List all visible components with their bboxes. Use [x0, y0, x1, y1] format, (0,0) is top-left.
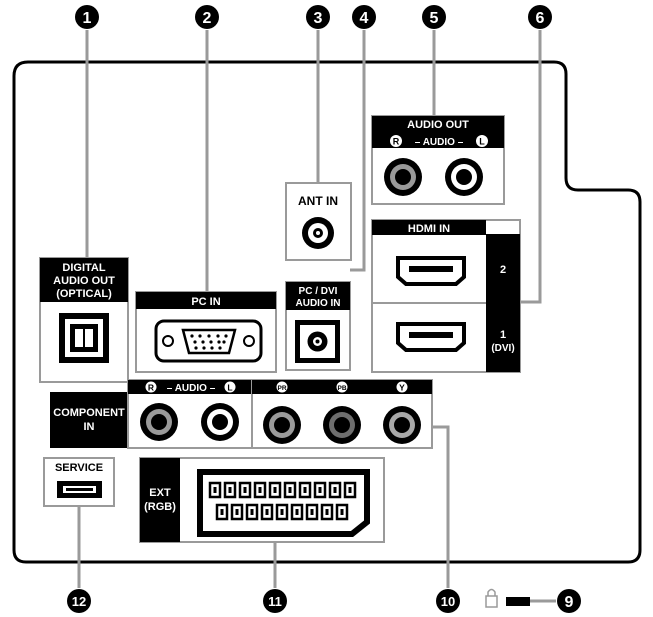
svg-text:(OPTICAL): (OPTICAL) [56, 288, 112, 300]
svg-text:Y: Y [399, 383, 405, 393]
svg-text:1: 1 [83, 10, 92, 27]
svg-text:– AUDIO –: – AUDIO – [415, 137, 464, 148]
pc-in-vga: PC IN [135, 291, 277, 373]
scart-pin [223, 481, 237, 499]
scart-pin [328, 481, 342, 499]
svg-text:AUDIO OUT: AUDIO OUT [53, 275, 115, 287]
callout-4: 4 [352, 5, 376, 29]
callout-markers: 1 2 3 4 5 6 9 10 11 12 [67, 5, 581, 613]
callout-6: 6 [528, 5, 552, 29]
svg-text:1: 1 [500, 329, 506, 341]
svg-text:PC / DVI: PC / DVI [299, 286, 338, 297]
callout-9: 9 [557, 589, 581, 613]
leader-lines [77, 30, 556, 603]
service-usb: SERVICE [43, 457, 115, 507]
kensington-lock-icon [485, 588, 530, 608]
svg-text:2: 2 [203, 10, 212, 27]
scart-pin [215, 503, 229, 521]
callout-3: 3 [306, 5, 330, 29]
svg-text:6: 6 [536, 10, 545, 27]
callout-5: 5 [422, 5, 446, 29]
scart-pin [313, 481, 327, 499]
svg-text:L: L [479, 137, 485, 147]
scart-port-icon [197, 469, 370, 537]
callout-11: 11 [263, 589, 287, 613]
callout-10: 10 [436, 589, 460, 613]
scart-pin [298, 481, 312, 499]
svg-text:4: 4 [360, 10, 369, 27]
callout-12: 12 [67, 589, 91, 613]
ant-in: ANT IN [285, 182, 352, 261]
scart-pin [238, 481, 252, 499]
callout-2: 2 [195, 5, 219, 29]
svg-text:5: 5 [430, 10, 439, 27]
scart-pin [320, 503, 334, 521]
svg-text:AUDIO OUT: AUDIO OUT [407, 119, 469, 131]
scart-pin [343, 481, 357, 499]
svg-text:R: R [393, 137, 400, 147]
svg-text:(DVI): (DVI) [491, 343, 514, 354]
svg-text:12: 12 [72, 594, 86, 609]
scart-pin [260, 503, 274, 521]
ext-rgb-scart: EXT (RGB) [139, 457, 385, 543]
scart-pin [230, 503, 244, 521]
svg-text:9: 9 [565, 594, 574, 611]
svg-text:3: 3 [314, 10, 323, 27]
hdmi-in: HDMI IN 2 1 (DVI) [371, 219, 521, 373]
scart-pin [290, 503, 304, 521]
svg-text:– AUDIO –: – AUDIO – [167, 383, 216, 394]
scart-pin [245, 503, 259, 521]
svg-text:PB: PB [337, 385, 346, 392]
scart-pin [275, 503, 289, 521]
pc-dvi-audio-in: PC / DVI AUDIO IN [285, 281, 351, 371]
digital-audio-out-optical: DIGITAL AUDIO OUT (OPTICAL) [39, 257, 129, 383]
svg-text:R: R [148, 383, 154, 393]
scart-pin [253, 481, 267, 499]
svg-text:DIGITAL: DIGITAL [62, 262, 105, 274]
component-in: COMPONENT IN R – AUDIO – L PR PB Y [50, 379, 433, 449]
svg-text:PC IN: PC IN [191, 296, 220, 308]
scart-pin [268, 481, 282, 499]
panel-outline [12, 60, 642, 564]
svg-text:L: L [227, 383, 232, 393]
svg-text:SERVICE: SERVICE [55, 462, 103, 474]
scart-pin [305, 503, 319, 521]
svg-text:HDMI IN: HDMI IN [408, 223, 450, 235]
scart-pin [335, 503, 349, 521]
svg-text:10: 10 [441, 594, 455, 609]
svg-text:(RGB): (RGB) [144, 501, 176, 513]
audio-out: AUDIO OUT R – AUDIO – L [371, 115, 505, 205]
callout-1: 1 [75, 5, 99, 29]
scart-pin [283, 481, 297, 499]
svg-text:COMPONENT: COMPONENT [53, 407, 125, 419]
svg-text:AUDIO IN: AUDIO IN [296, 298, 341, 309]
svg-text:PR: PR [277, 385, 286, 392]
svg-text:11: 11 [268, 594, 282, 609]
svg-text:ANT IN: ANT IN [298, 194, 338, 208]
svg-text:EXT: EXT [149, 487, 171, 499]
scart-pin [208, 481, 222, 499]
svg-text:IN: IN [84, 421, 95, 433]
svg-text:2: 2 [500, 264, 506, 276]
